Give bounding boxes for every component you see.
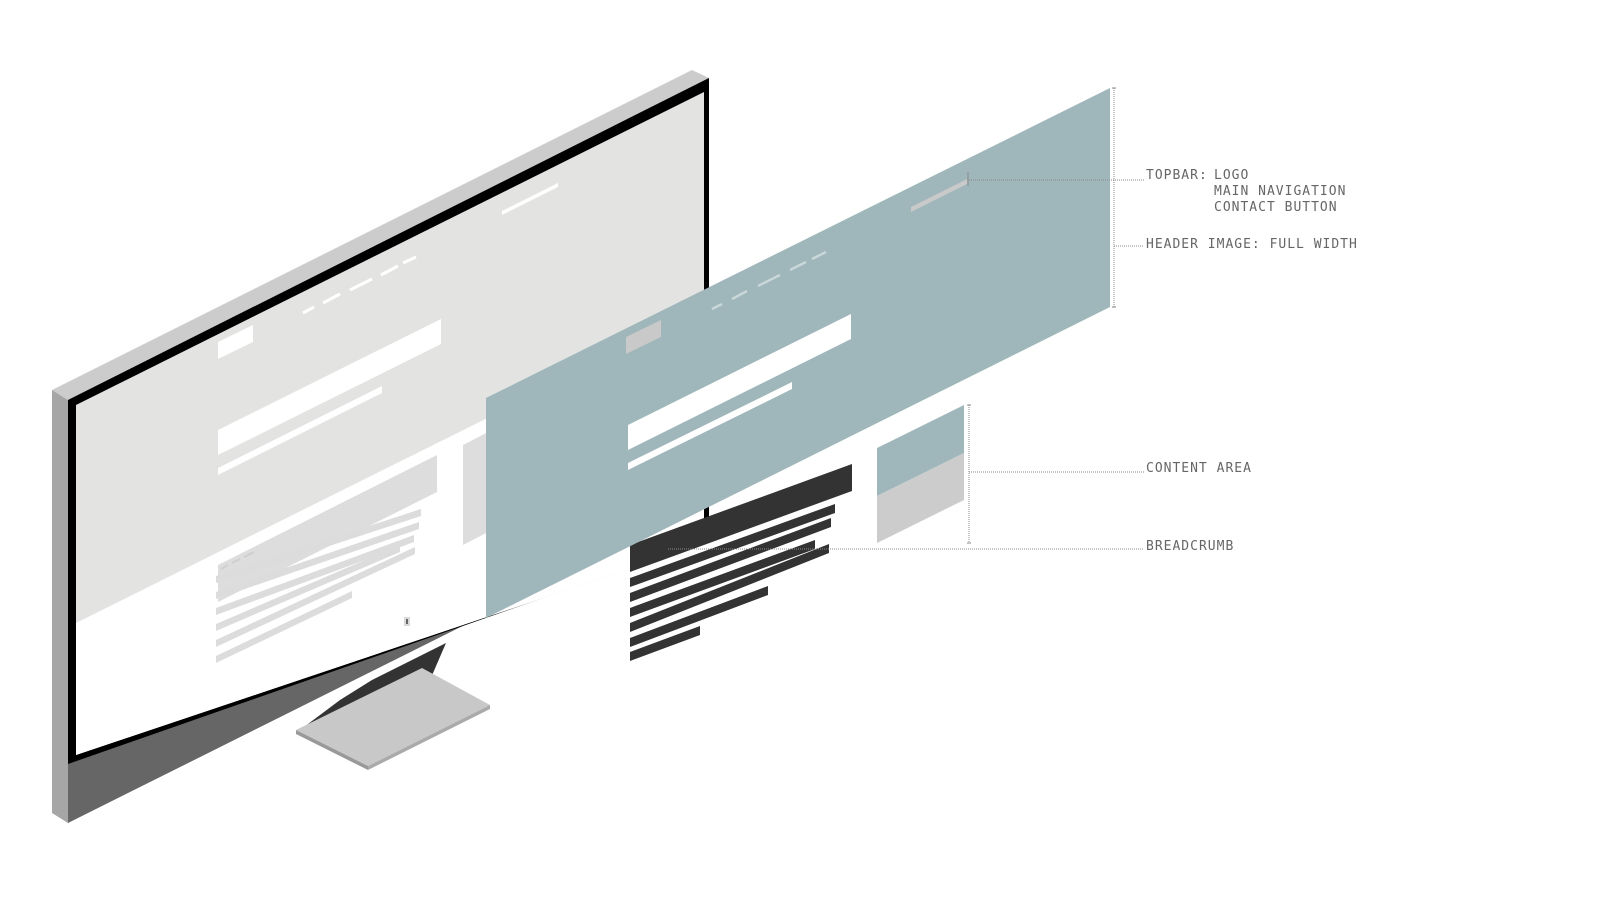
stand-base: [296, 668, 490, 766]
monitor-top-edge: [52, 70, 709, 400]
content-text-lines: [630, 504, 835, 661]
header-layer: [486, 88, 1110, 618]
sidebar-card-image: [877, 405, 964, 496]
monitor-stand: [296, 643, 490, 770]
monitor-side-edge: [52, 390, 68, 823]
header-headline: [628, 314, 851, 450]
power-button-icon[interactable]: [404, 617, 410, 626]
header-navigation: [711, 250, 827, 311]
screen-headline: [218, 319, 441, 455]
screen-sidebar: [463, 430, 492, 545]
stand-neck: [300, 643, 446, 730]
header-image-label: HEADER IMAGE: FULL WIDTH: [1146, 237, 1358, 252]
breadcrumb-marks: [632, 546, 669, 566]
screen-subline: [218, 386, 382, 475]
breadcrumb-label: BREADCRUMB: [1146, 539, 1235, 554]
screen-text-lines: [216, 509, 421, 663]
screen-navigation: [302, 255, 417, 315]
header-logo: [626, 320, 661, 354]
content-text-block-dark: [630, 464, 852, 572]
content-layer: [630, 405, 964, 661]
topbar-item-main-navigation: MAIN NAVIGATION: [1214, 184, 1347, 199]
screen-logo: [218, 325, 253, 359]
content-area-label: CONTENT AREA: [1146, 461, 1252, 476]
topbar-item-contact-button: CONTACT BUTTON: [1214, 200, 1338, 215]
screen-content-block: [218, 455, 437, 602]
topbar-item-logo: LOGO: [1214, 168, 1250, 183]
header-contact-button: [911, 179, 967, 212]
annotation-leaders: [668, 87, 1144, 550]
sidebar-card-bottom: [877, 453, 964, 543]
screen-breadcrumb: [220, 551, 255, 570]
stand-base-edge: [296, 730, 368, 770]
topbar-heading: TOPBAR:: [1146, 168, 1208, 183]
monitor: [52, 70, 709, 823]
header-subline: [628, 382, 792, 470]
screen-contact-button: [502, 183, 558, 215]
stand-base-edge-right: [368, 705, 490, 770]
